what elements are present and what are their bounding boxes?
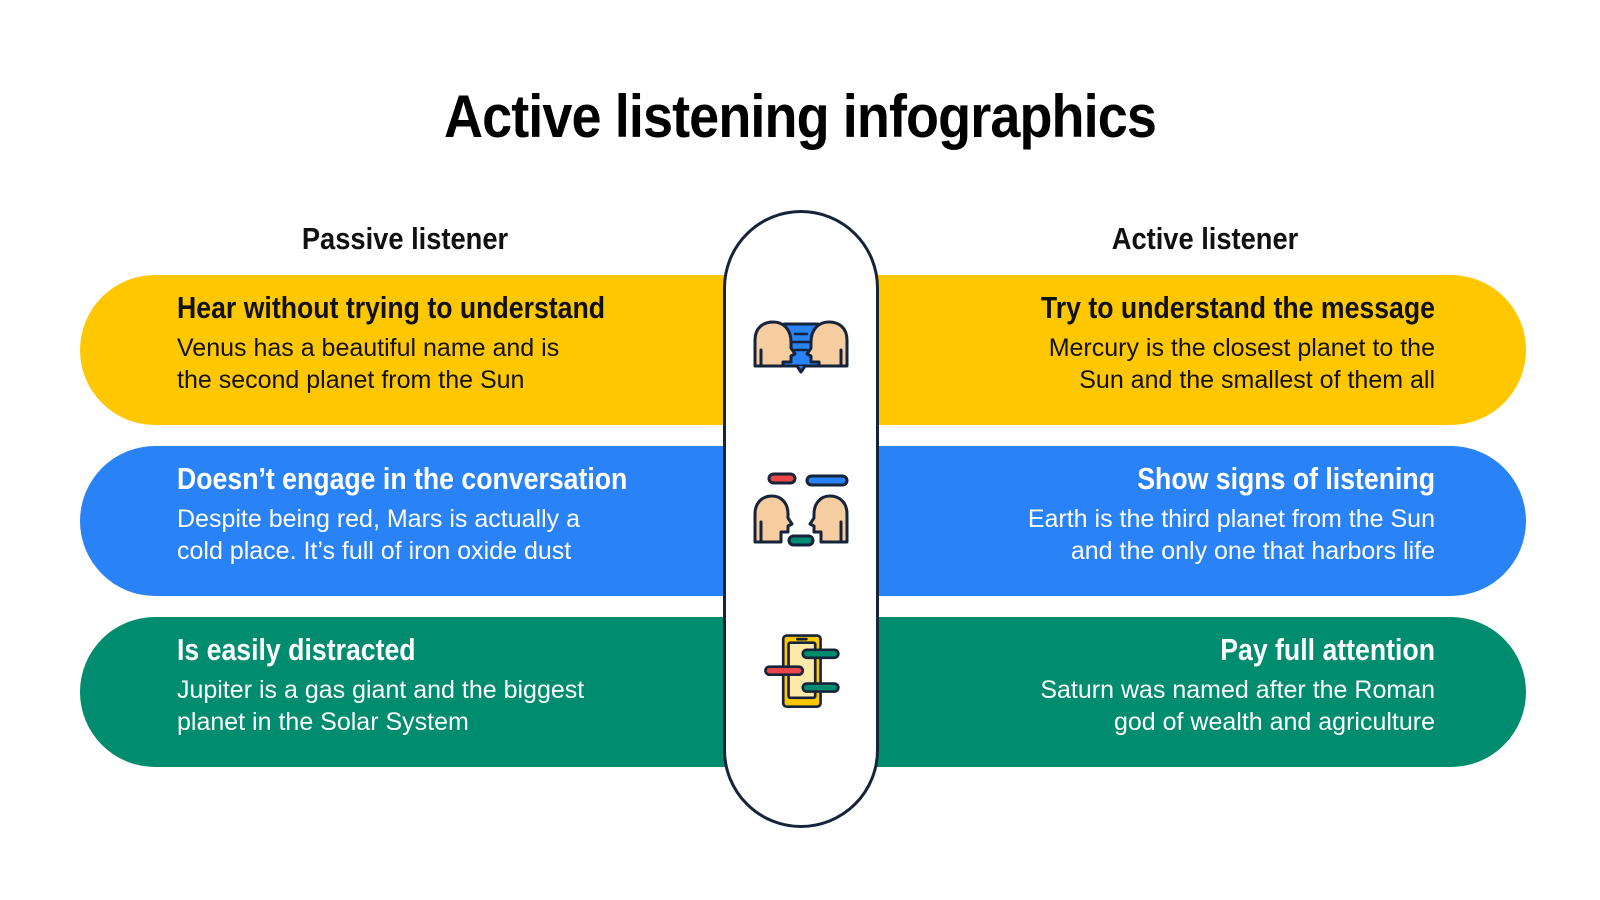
active-row-3-band [840, 617, 1526, 767]
passive-item-1-heading: Hear without trying to understand [177, 290, 606, 325]
active-item-3: Pay full attention Saturn was named afte… [930, 632, 1435, 738]
two-heads-sharing-chat-icon [753, 320, 849, 374]
passive-row-1-band [80, 275, 760, 425]
passive-item-2-text: Despite being red, Mars is actually a col… [177, 503, 677, 567]
phone-chat-icon [764, 634, 840, 708]
active-row-2-band [840, 446, 1526, 596]
active-item-2-heading: Show signs of listening [1137, 461, 1435, 496]
active-item-3-line-2: god of wealth and agriculture [1113, 708, 1435, 736]
passive-item-3-text: Jupiter is a gas giant and the biggest pl… [177, 674, 677, 738]
center-capsule [723, 210, 879, 828]
passive-item-1-text: Venus has a beautiful name and is the sec… [177, 332, 677, 396]
active-item-3-text: Saturn was named after the Roman god of w… [930, 674, 1435, 738]
active-listener-heading: Active listener [1111, 221, 1299, 256]
passive-row-3-band [80, 617, 760, 767]
passive-item-1: Hear without trying to understand Venus … [177, 290, 677, 396]
passive-listener-heading: Passive listener [301, 221, 509, 256]
page-title: Active listening infographics [443, 83, 1157, 150]
passive-item-2-line-1: Despite being red, Mars is actually a [177, 505, 580, 533]
passive-item-3-line-2: planet in the Solar System [177, 708, 469, 736]
two-heads-conversation-icon [753, 472, 849, 547]
passive-item-1-line-1: Venus has a beautiful name and is [177, 334, 560, 362]
active-item-2: Show signs of listening Earth is the thi… [930, 461, 1435, 567]
passive-item-2: Doesn’t engage in the conversation Despi… [177, 461, 677, 567]
active-item-2-line-2: and the only one that harbors life [1070, 537, 1435, 565]
active-row-1-band [840, 275, 1526, 425]
passive-item-3-line-1: Jupiter is a gas giant and the biggest [177, 676, 585, 704]
active-item-3-heading: Pay full attention [1220, 632, 1435, 667]
passive-item-1-line-2: the second planet from the Sun [177, 366, 525, 394]
active-item-1: Try to understand the message Mercury is… [930, 290, 1435, 396]
passive-item-2-heading: Doesn’t engage in the conversation [177, 461, 628, 496]
passive-item-3: Is easily distracted Jupiter is a gas gi… [177, 632, 677, 738]
active-item-2-text: Earth is the third planet from the Sun an… [930, 503, 1435, 567]
active-item-3-line-1: Saturn was named after the Roman [1040, 676, 1435, 704]
passive-row-2-band [80, 446, 760, 596]
passive-item-2-line-2: cold place. It’s full of iron oxide dust [177, 537, 572, 565]
active-item-1-heading: Try to understand the message [1040, 290, 1435, 325]
passive-item-3-heading: Is easily distracted [177, 632, 416, 667]
active-item-2-line-1: Earth is the third planet from the Sun [1027, 505, 1435, 533]
active-item-1-line-1: Mercury is the closest planet to the [1048, 334, 1435, 362]
active-item-1-line-2: Sun and the smallest of them all [1079, 366, 1435, 394]
